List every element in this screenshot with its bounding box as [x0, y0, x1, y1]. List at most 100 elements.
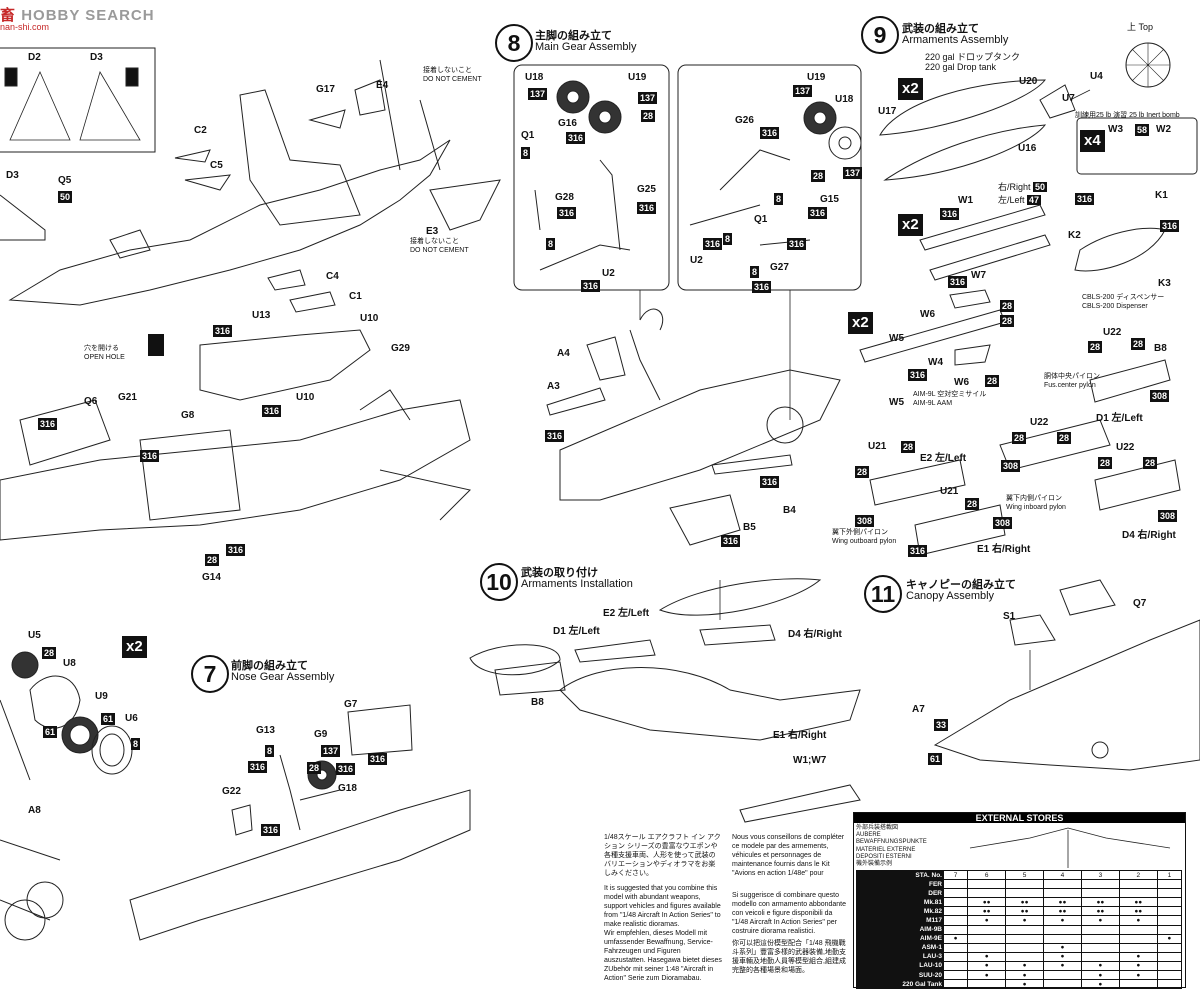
store-mark	[1156, 915, 1183, 926]
label-K3: K3	[1158, 278, 1171, 289]
partnum: 316	[637, 202, 657, 214]
label-E4: E4	[376, 80, 389, 91]
label-U9: U9	[95, 691, 108, 702]
partnum: 308	[855, 515, 875, 527]
store-mark	[1118, 879, 1158, 890]
stores-sta-row: STA. No. 7 6 5 4 3 2 1	[856, 869, 1183, 881]
top-indicator: 上 Top	[1127, 22, 1154, 32]
label-Q1b: Q1	[754, 214, 768, 225]
store-mark: ●	[1043, 942, 1082, 953]
partnum: 28	[1098, 457, 1113, 469]
station-cell: 2	[1118, 869, 1158, 881]
partnum: 8	[723, 233, 733, 245]
store-mark: ●	[1005, 979, 1045, 990]
open-hole-icon	[148, 334, 164, 356]
store-mark: ●	[1080, 979, 1120, 990]
label-E1: E1 右/Right	[977, 544, 1031, 555]
store-mark	[942, 906, 969, 917]
store-mark: ●	[967, 915, 1007, 926]
step-9-number: 9	[861, 16, 899, 54]
label-D2: D2	[28, 52, 41, 63]
store-mark	[1043, 924, 1082, 935]
label-D1: D1 左/Left	[1096, 413, 1143, 424]
label-Q5: Q5	[58, 175, 72, 186]
partnum: 28	[1012, 432, 1027, 444]
partnum: 316	[557, 207, 577, 219]
store-mark	[1043, 879, 1082, 890]
store-mark: ●	[967, 970, 1007, 981]
store-mark	[942, 942, 969, 953]
partnum: 316	[948, 276, 968, 288]
label-G27: G27	[770, 262, 789, 273]
partnum: 316	[908, 545, 928, 557]
partnum: 61	[43, 726, 58, 738]
store-mark	[1156, 879, 1183, 890]
text-fr: Nous vous conseillons de compléter ce mo…	[732, 834, 845, 877]
label-W6: W6	[920, 309, 935, 320]
store-mark: ●	[1043, 951, 1082, 962]
text-it: Si suggerisce di combinare questo modell…	[732, 892, 847, 935]
store-mark	[967, 924, 1007, 935]
store-mark	[942, 924, 969, 935]
store-mark	[1080, 933, 1120, 944]
partnum: 137	[793, 85, 813, 97]
store-name: FER	[856, 879, 944, 890]
partnum: 61	[101, 713, 116, 725]
partnum: 8	[265, 745, 275, 757]
partnum: 61	[928, 753, 943, 765]
step-11-number: 11	[864, 575, 902, 613]
label-U10: U10	[360, 313, 379, 324]
store-mark: ●	[1118, 951, 1158, 962]
store-mark: ●	[942, 933, 969, 944]
partnum: 308	[1001, 460, 1021, 472]
store-mark: ●	[1118, 915, 1158, 926]
label-U5: U5	[28, 630, 41, 641]
partnum: 28	[855, 466, 870, 478]
inert-bomb-label: 訓練用25 lb 演習 25 lb Inert bomb	[1075, 112, 1180, 119]
partnum: 316	[908, 369, 928, 381]
label-A8: A8	[28, 805, 41, 816]
store-mark	[1043, 933, 1082, 944]
partnum: 58	[1135, 124, 1150, 136]
partnum: 28	[1057, 432, 1072, 444]
store-mark: ●●	[1118, 897, 1158, 908]
step-8-title-en: Main Gear Assembly	[535, 41, 637, 53]
label-K2: K2	[1068, 230, 1081, 241]
store-name: ASM-1	[856, 942, 944, 953]
label-G7: G7	[344, 699, 358, 710]
store-mark	[967, 888, 1007, 899]
partnum: 8	[750, 266, 760, 278]
store-mark: ●	[1005, 915, 1045, 926]
partnum: 137	[638, 92, 658, 104]
label-U22c: U22	[1116, 442, 1135, 453]
partnum: 316	[721, 535, 741, 547]
label-U7: U7	[1062, 93, 1075, 104]
store-mark	[942, 970, 969, 981]
store-mark	[1118, 979, 1158, 990]
partnum: 28	[985, 375, 1000, 387]
store-mark	[1005, 933, 1045, 944]
qty-x2: x2	[898, 78, 923, 100]
store-mark	[1156, 897, 1183, 908]
label-B8i: B8	[531, 697, 544, 708]
label-U21: U21	[868, 441, 887, 452]
text-en: It is suggested that you combine this mo…	[604, 885, 721, 928]
store-mark	[1156, 970, 1183, 981]
store-mark	[1005, 942, 1045, 953]
store-mark	[1156, 951, 1183, 962]
store-name: SUU-20	[856, 970, 944, 981]
label-B5: B5	[743, 522, 756, 533]
label-Q1: Q1	[521, 130, 535, 141]
partnum: 28	[1088, 341, 1103, 353]
partnum: 28	[1000, 315, 1015, 327]
step-10-title-en: Armaments Installation	[521, 578, 633, 590]
watermark-url: nan-shi.com	[0, 22, 50, 32]
qty-x4: x4	[1080, 130, 1105, 152]
partnum: 316	[760, 127, 780, 139]
store-name: M117	[856, 915, 944, 926]
qty-x2: x2	[898, 214, 923, 236]
partnum: 316	[1075, 193, 1095, 205]
watermark-logo: 畜 HOBBY SEARCH	[0, 7, 155, 24]
